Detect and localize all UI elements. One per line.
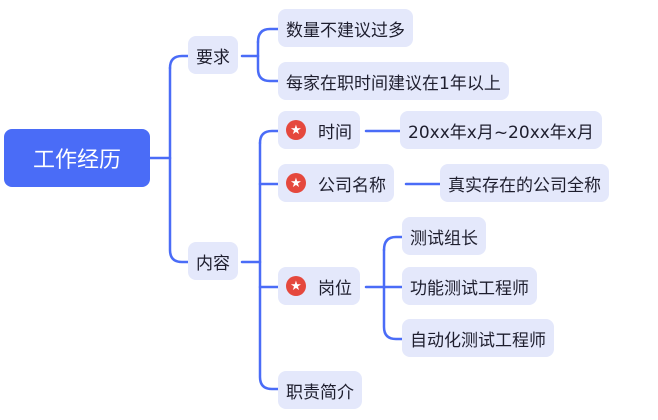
company-node[interactable]: ★ 公司名称 bbox=[278, 164, 394, 202]
root-label: 工作经历 bbox=[32, 148, 121, 173]
position-item-3[interactable]: 自动化测试工程师 bbox=[402, 319, 554, 357]
position-item-1-label: 测试组长 bbox=[410, 228, 478, 249]
requirement-item-2[interactable]: 每家在职时间建议在1年以上 bbox=[278, 62, 509, 100]
company-detail-label: 真实存在的公司全称 bbox=[448, 175, 601, 196]
position-node[interactable]: ★ 岗位 bbox=[278, 267, 360, 305]
company-label: 公司名称 bbox=[318, 175, 386, 196]
position-item-2[interactable]: 功能测试工程师 bbox=[402, 267, 537, 305]
duties-label: 职责简介 bbox=[286, 382, 354, 403]
connector-req-1 bbox=[256, 27, 280, 44]
position-item-1[interactable]: 测试组长 bbox=[402, 217, 486, 255]
time-detail-node[interactable]: 20xx年x月~20xx年x月 bbox=[400, 111, 602, 149]
connector-req-2 bbox=[256, 40, 280, 83]
root-node[interactable]: 工作经历 bbox=[4, 129, 150, 187]
connector-time bbox=[258, 129, 280, 145]
content-node[interactable]: 内容 bbox=[188, 242, 238, 280]
connector-duties bbox=[258, 141, 280, 391]
requirement-item-2-label: 每家在职时间建议在1年以上 bbox=[286, 73, 501, 94]
time-label: 时间 bbox=[318, 122, 352, 143]
time-detail-label: 20xx年x月~20xx年x月 bbox=[408, 122, 594, 143]
star-icon: ★ bbox=[286, 173, 306, 193]
connector-pos-3 bbox=[382, 248, 404, 341]
requirements-label: 要求 bbox=[196, 47, 230, 68]
duties-node[interactable]: 职责简介 bbox=[278, 371, 362, 409]
connector-requirements bbox=[168, 54, 190, 70]
company-detail-node[interactable]: 真实存在的公司全称 bbox=[440, 164, 609, 202]
position-item-2-label: 功能测试工程师 bbox=[410, 278, 529, 299]
connector-content bbox=[168, 66, 190, 264]
time-node[interactable]: ★ 时间 bbox=[278, 111, 360, 149]
requirement-item-1[interactable]: 数量不建议过多 bbox=[278, 9, 413, 47]
star-icon: ★ bbox=[286, 120, 306, 140]
position-label: 岗位 bbox=[318, 278, 352, 299]
connector-pos-1 bbox=[382, 235, 404, 252]
content-label: 内容 bbox=[196, 253, 230, 274]
requirements-node[interactable]: 要求 bbox=[188, 36, 238, 74]
position-item-3-label: 自动化测试工程师 bbox=[410, 330, 546, 351]
star-icon: ★ bbox=[286, 276, 306, 296]
requirement-item-1-label: 数量不建议过多 bbox=[286, 20, 405, 41]
